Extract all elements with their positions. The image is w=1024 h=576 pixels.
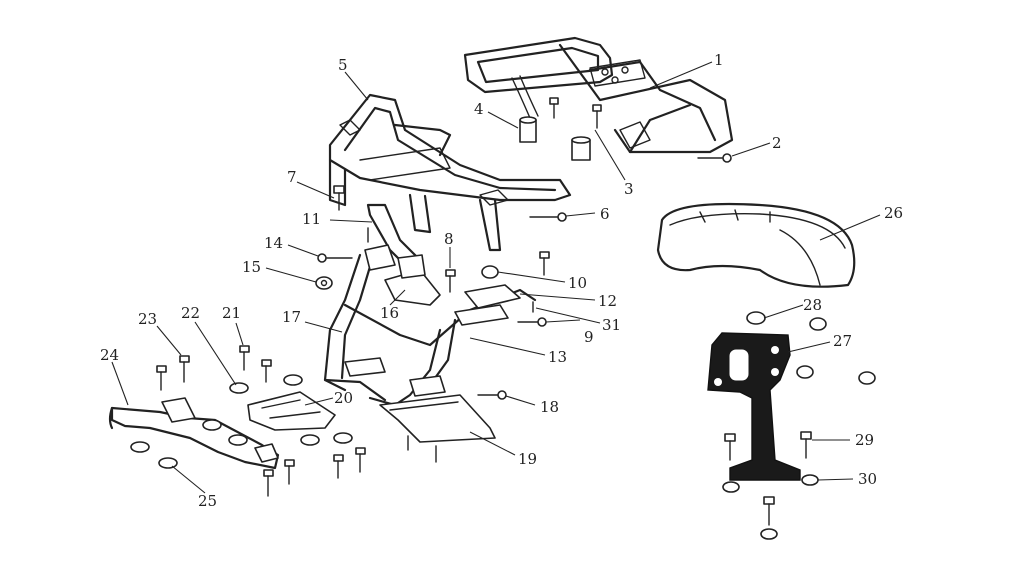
- part-5-front-rack: [328, 93, 572, 252]
- callout-11: 11: [302, 210, 321, 228]
- callout-1: 1: [714, 51, 724, 69]
- callout-26: 26: [884, 204, 903, 222]
- callout-4: 4: [474, 100, 484, 118]
- callout-17: 17: [282, 308, 301, 326]
- callout-23: 23: [138, 310, 157, 328]
- callout-15: 15: [242, 258, 261, 276]
- part-12-bracket: [454, 284, 521, 326]
- callout-6: 6: [600, 205, 610, 223]
- callout-25: 25: [198, 492, 217, 510]
- part-1-rear-rack: [463, 36, 734, 154]
- callout-28: 28: [803, 296, 822, 314]
- callout-7: 7: [287, 168, 297, 186]
- callout-16: 16: [380, 304, 399, 322]
- callout-19: 19: [518, 450, 537, 468]
- callout-3: 3: [624, 180, 634, 198]
- leader-lines: [111, 61, 881, 494]
- part-27-seat-bracket: [707, 332, 801, 481]
- callout-2: 2: [772, 134, 782, 152]
- part-20-plate: [247, 391, 336, 431]
- callout-20: 20: [334, 389, 353, 407]
- part-26-seat: [656, 202, 856, 288]
- part-16-bracket: [364, 244, 441, 306]
- callout-27: 27: [833, 332, 852, 350]
- callout-31: 31: [602, 316, 621, 334]
- callout-10: 10: [568, 274, 587, 292]
- callout-18: 18: [540, 398, 559, 416]
- callout-8: 8: [444, 230, 454, 248]
- callout-29: 29: [855, 431, 874, 449]
- callout-9: 9: [584, 328, 594, 346]
- callout-13: 13: [548, 348, 567, 366]
- callout-24: 24: [100, 346, 119, 364]
- part-24-footrest: [108, 397, 280, 470]
- callout-5: 5: [338, 56, 348, 74]
- callout-21: 21: [222, 304, 241, 322]
- callout-22: 22: [181, 304, 200, 322]
- callout-14: 14: [264, 234, 283, 252]
- fasteners: [130, 97, 876, 540]
- callout-30: 30: [858, 470, 877, 488]
- part-19-skid-plate: [344, 357, 496, 443]
- callout-12: 12: [598, 292, 617, 310]
- callouts: 1 2 3 4 5 6 7 8 9 10 11 12 13 14 15 16 1…: [100, 51, 903, 510]
